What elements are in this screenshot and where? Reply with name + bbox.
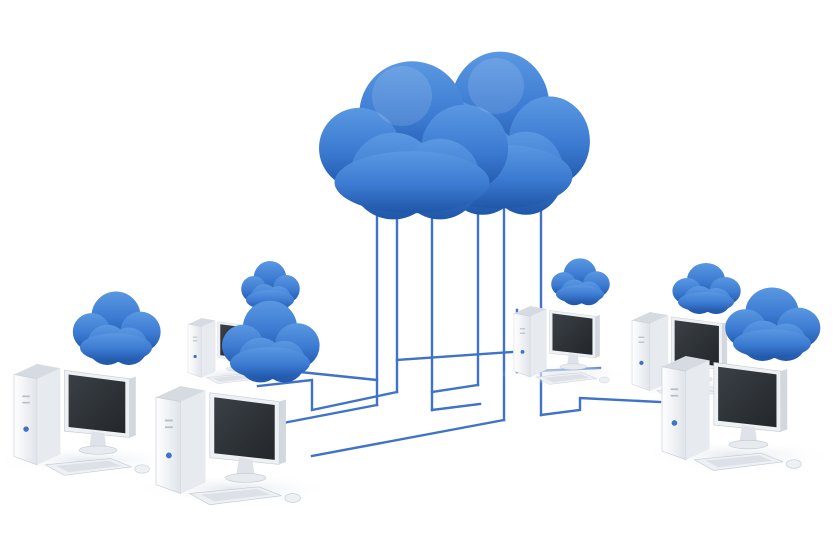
- cable-run-right-2: [539, 396, 662, 417]
- cable-run-left-3: [310, 418, 506, 458]
- computer-front-left: [0, 363, 183, 476]
- small-cloud-front-left: [72, 291, 161, 365]
- cable-run-right-5: [395, 350, 514, 362]
- computer-front-right: [639, 355, 836, 472]
- small-cloud-front-right: [725, 287, 821, 361]
- cable-run-left-2: [256, 378, 399, 412]
- computer-back-center-right: [498, 305, 633, 385]
- small-cloud-center: [222, 300, 320, 383]
- cable-run-right-4: [430, 402, 482, 412]
- cable-run-left-4: [298, 370, 379, 382]
- cloud-highlights: [372, 58, 524, 126]
- small-cloud-back-right: [672, 263, 741, 314]
- cable-run-right-1: [430, 383, 480, 394]
- small-cloud-back-center-right: [551, 258, 610, 306]
- computer-front-center: [133, 385, 336, 506]
